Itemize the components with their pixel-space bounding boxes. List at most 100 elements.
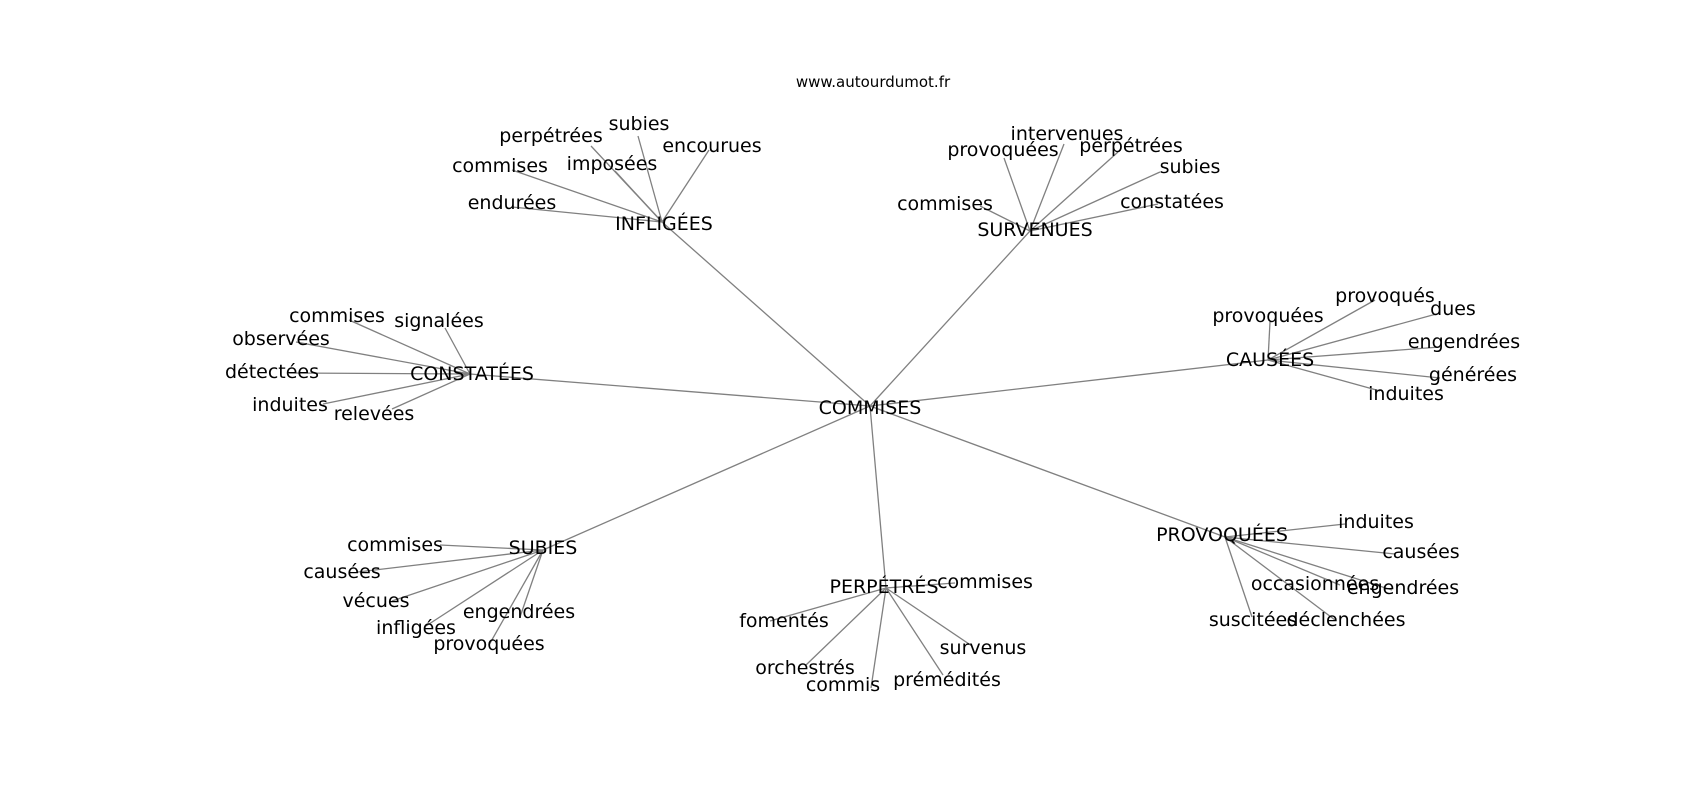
- edge-hub-to-leaf: [614, 170, 663, 223]
- edge-hub-to-leaf: [1267, 359, 1441, 379]
- leaf-node-label[interactable]: intervenues: [1011, 123, 1124, 145]
- hub-node-label[interactable]: CONSTATÉES: [410, 362, 534, 385]
- edge-hub-to-leaf: [1224, 536, 1336, 621]
- edge-hub-to-leaf: [1267, 359, 1381, 392]
- leaf-node-label[interactable]: commis: [806, 674, 880, 696]
- hub-node-label[interactable]: PROVOQUÉES: [1156, 523, 1288, 546]
- edge-hub-to-leaf: [885, 587, 944, 676]
- leaf-node-label[interactable]: signalées: [394, 310, 483, 332]
- leaf-node-label[interactable]: induites: [1338, 511, 1414, 533]
- edge-hub-to-leaf: [870, 587, 887, 689]
- leaf-node-label[interactable]: imposées: [567, 153, 658, 175]
- leaf-node-label[interactable]: subies: [609, 113, 670, 135]
- leaf-node-label[interactable]: commises: [347, 534, 443, 556]
- edge-hub-to-leaf: [1224, 536, 1393, 591]
- leaf-node-label[interactable]: encourues: [662, 135, 761, 157]
- edge-hub-to-leaf: [1029, 151, 1119, 232]
- hub-node-label[interactable]: CAUSÉES: [1226, 348, 1314, 371]
- leaf-node-label[interactable]: causées: [1382, 541, 1459, 563]
- leaf-node-label[interactable]: occasionnées: [1251, 573, 1379, 595]
- leaf-node-label[interactable]: dues: [1430, 298, 1476, 320]
- leaf-node-label[interactable]: engendrées: [463, 601, 575, 623]
- leaf-node-label[interactable]: détectées: [225, 361, 319, 383]
- edge-hub-to-leaf: [288, 372, 471, 375]
- edge-center-to-hub: [542, 405, 871, 551]
- leaf-node-label[interactable]: induites: [252, 394, 328, 416]
- leaf-node-label[interactable]: relevées: [334, 403, 415, 425]
- leaf-node-label[interactable]: perpétrées: [499, 125, 602, 147]
- label-layer: COMMISESINFLIGÉESperpétréessubiesencouru…: [225, 113, 1520, 696]
- edge-center-to-hub: [869, 405, 887, 589]
- leaf-node-label[interactable]: provoquées: [947, 139, 1058, 161]
- edge-hub-to-leaf: [348, 319, 471, 375]
- edge-hub-to-leaf: [885, 587, 973, 647]
- edge-hub-to-leaf: [391, 549, 544, 602]
- leaf-node-label[interactable]: survenus: [940, 637, 1027, 659]
- edge-hub-to-leaf: [1029, 143, 1065, 232]
- leaf-node-label[interactable]: commises: [289, 305, 385, 327]
- edge-hub-to-leaf: [1267, 312, 1441, 361]
- edge-hub-to-leaf: [1267, 321, 1271, 361]
- edge-center-to-hub: [869, 405, 1226, 538]
- edge-hub-to-leaf: [1224, 536, 1341, 586]
- edge-hub-to-leaf: [769, 587, 887, 622]
- hub-node-label[interactable]: SURVENUES: [977, 219, 1092, 241]
- edge-layer: [288, 135, 1441, 689]
- leaf-node-label[interactable]: perpétrées: [1079, 135, 1182, 157]
- edge-hub-to-leaf: [425, 549, 544, 627]
- leaf-node-label[interactable]: commises: [452, 155, 548, 177]
- edge-hub-to-leaf: [1029, 203, 1159, 232]
- edge-hub-to-leaf: [1224, 536, 1396, 555]
- leaf-node-label[interactable]: déclenchées: [1287, 609, 1406, 631]
- leaf-node-label[interactable]: prémédités: [893, 669, 1001, 691]
- edge-hub-to-leaf: [1224, 523, 1346, 538]
- leaf-node-label[interactable]: engendrées: [1347, 577, 1459, 599]
- edge-hub-to-leaf: [885, 582, 956, 589]
- edge-hub-to-leaf: [444, 327, 471, 375]
- leaf-node-label[interactable]: induites: [1368, 383, 1444, 405]
- leaf-node-label[interactable]: provoquées: [433, 633, 544, 655]
- edge-hub-to-leaf: [511, 206, 663, 223]
- edge-center-to-hub: [869, 230, 1031, 407]
- edge-hub-to-leaf: [661, 149, 710, 223]
- leaf-node-label[interactable]: orchestrés: [755, 657, 855, 679]
- leaf-node-label[interactable]: infligées: [376, 617, 456, 639]
- leaf-node-label[interactable]: constatées: [1120, 191, 1224, 213]
- leaf-node-label[interactable]: provoquées: [1212, 305, 1323, 327]
- leaf-node-label[interactable]: générées: [1429, 364, 1517, 386]
- edge-hub-to-leaf: [391, 373, 471, 410]
- edge-hub-to-leaf: [805, 587, 887, 666]
- edge-hub-to-leaf: [357, 549, 544, 573]
- hub-node-label[interactable]: INFLIGÉES: [615, 212, 713, 235]
- edge-center-to-hub: [469, 373, 871, 407]
- edge-center-to-hub: [869, 359, 1269, 407]
- edge-hub-to-leaf: [1029, 171, 1161, 232]
- leaf-node-label[interactable]: suscitées: [1209, 609, 1297, 631]
- edge-hub-to-leaf: [511, 169, 663, 223]
- edge-hub-to-leaf: [519, 549, 544, 618]
- leaf-node-label[interactable]: provoqués: [1335, 285, 1435, 307]
- leaf-node-label[interactable]: engendrées: [1408, 331, 1520, 353]
- center-node-label[interactable]: COMMISES: [819, 397, 922, 419]
- edge-hub-to-leaf: [322, 373, 471, 405]
- leaf-node-label[interactable]: commises: [897, 193, 993, 215]
- leaf-node-label[interactable]: fomentés: [739, 610, 829, 632]
- edge-center-to-hub: [661, 221, 871, 407]
- edge-hub-to-leaf: [488, 549, 544, 646]
- edge-hub-to-leaf: [295, 341, 471, 375]
- leaf-node-label[interactable]: subies: [1160, 156, 1221, 178]
- leaf-node-label[interactable]: observées: [232, 328, 330, 350]
- hub-node-label[interactable]: PERPÉTRÉS: [830, 575, 939, 598]
- edge-hub-to-leaf: [979, 205, 1031, 232]
- leaf-node-label[interactable]: endurées: [468, 192, 557, 214]
- hub-node-label[interactable]: SUBIES: [509, 537, 578, 559]
- edge-hub-to-leaf: [1267, 346, 1441, 361]
- edge-hub-to-leaf: [1003, 157, 1031, 232]
- edge-hub-to-leaf: [1224, 536, 1253, 618]
- leaf-node-label[interactable]: commises: [937, 571, 1033, 593]
- leaf-node-label[interactable]: causées: [303, 561, 380, 583]
- edge-hub-to-leaf: [637, 135, 663, 223]
- leaf-node-label[interactable]: vécues: [342, 590, 409, 612]
- edge-hub-to-leaf: [439, 544, 544, 551]
